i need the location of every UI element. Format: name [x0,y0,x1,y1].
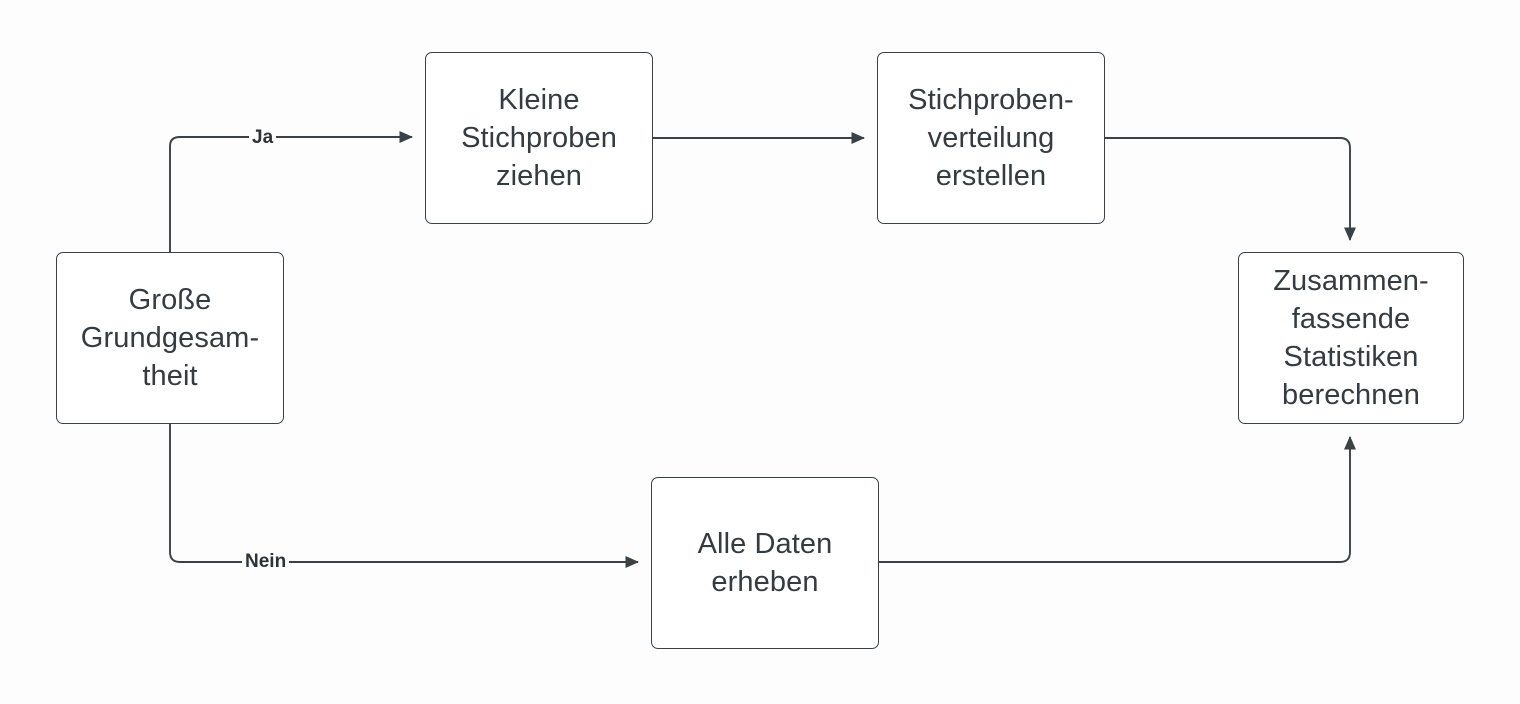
edge-path-verteilung-to-statistiken [1105,137,1357,242]
edge-label-nein: Nein [242,552,290,571]
node-label-grosse-grundgesamtheit: Große Grundgesam- theit [80,284,260,392]
node-label-zusammenfassende-statistiken-berechnen: Zusammen- fassende Statistiken berechnen [1273,265,1429,411]
edge-path-nein [169,424,640,569]
edge-path-ja [169,130,414,252]
node-label-stichprobenverteilung-erstellen: Stichproben- verteilung erstellen [908,84,1074,192]
node-zusammenfassende-statistiken-berechnen[interactable]: Zusammen- fassende Statistiken berechnen [1238,252,1464,424]
node-grosse-grundgesamtheit[interactable]: Große Grundgesam- theit [56,252,284,424]
node-label-alle-daten-erheben: Alle Daten erheben [697,528,833,598]
node-label-kleine-stichproben-ziehen: Kleine Stichproben ziehen [461,84,617,192]
edge-path-alledaten-to-statistiken [879,435,1357,563]
edge-label-ja: Ja [249,128,277,147]
node-alle-daten-erheben[interactable]: Alle Daten erheben [651,477,879,649]
node-kleine-stichproben-ziehen[interactable]: Kleine Stichproben ziehen [425,52,653,224]
node-stichprobenverteilung-erstellen[interactable]: Stichproben- verteilung erstellen [877,52,1105,224]
